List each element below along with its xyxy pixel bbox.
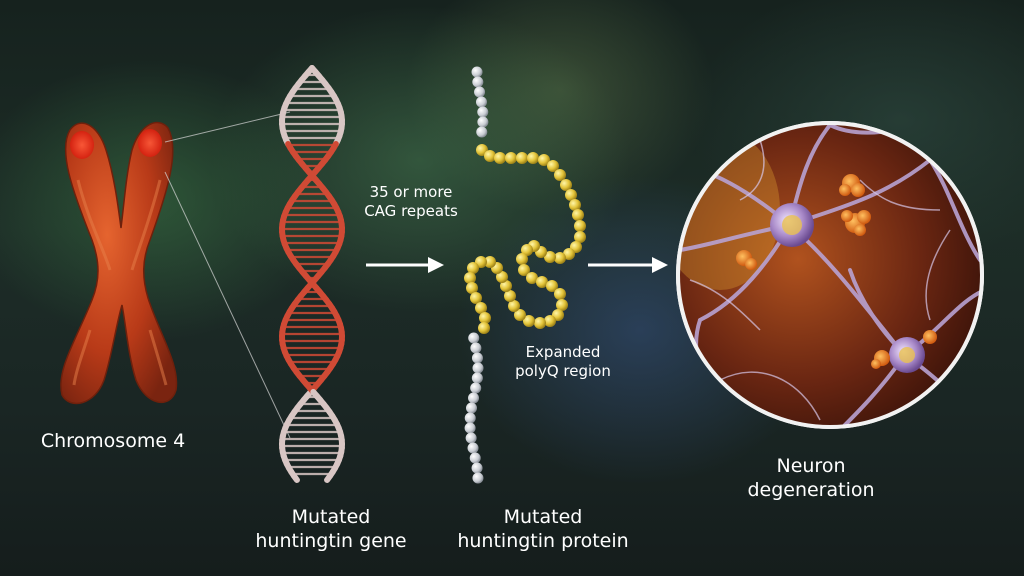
cag-label-line2: CAG repeats [364, 201, 458, 220]
protein-bead [472, 472, 484, 484]
neuron-label-line1: Neuron [776, 455, 846, 477]
polyq-bead [466, 282, 478, 294]
polyq-bead [516, 152, 528, 164]
polyq-bead [569, 199, 581, 211]
polyq-bead [496, 271, 508, 283]
protein-label-line1: Mutated [503, 506, 583, 528]
protein-bead [470, 382, 482, 394]
polyq-bead [574, 231, 586, 243]
polyq-bead [464, 272, 476, 284]
protein-bead [471, 352, 483, 364]
polyq-bead [547, 160, 559, 172]
gene-label: Mutated huntingtin gene [236, 506, 426, 554]
dna-backbone-segment [291, 473, 300, 483]
protein-bead [471, 66, 483, 78]
gene-label-line1: Mutated [291, 506, 371, 528]
polyq-bead [467, 262, 479, 274]
polyq-bead [479, 312, 491, 324]
polyq-bead [565, 189, 577, 201]
polyq-bead [563, 248, 575, 260]
polyq-bead [516, 253, 528, 265]
polyq-bead [526, 272, 538, 284]
polyq-bead [527, 152, 539, 164]
protein-bead [470, 342, 482, 354]
polyq-bead [500, 280, 512, 292]
neuron-label: Neuron degeneration [736, 455, 886, 503]
protein-bead [472, 76, 484, 88]
polyq-bead [534, 317, 546, 329]
arrow-to-neurons [588, 257, 668, 273]
polyq-bead [544, 251, 556, 263]
polyq-bead [544, 315, 556, 327]
polyq-bead [556, 299, 568, 311]
protein-bead [469, 452, 481, 464]
dna-helix-icon [279, 65, 345, 483]
polyq-bead [504, 290, 516, 302]
dna-backbone-segment [324, 473, 333, 483]
protein-bead [464, 422, 476, 434]
protein-bead [472, 362, 484, 374]
polyq-bead [536, 276, 548, 288]
polyq-bead [554, 288, 566, 300]
protein-bead [476, 126, 488, 138]
gene-label-line2: huntingtin gene [255, 529, 407, 552]
protein-bead [468, 392, 480, 404]
polyq-bead [518, 264, 530, 276]
protein-bead [465, 402, 477, 414]
protein-bead [477, 106, 489, 118]
protein-bead [474, 86, 486, 98]
protein-bead [475, 96, 487, 108]
protein-chain-icon [464, 66, 586, 484]
polyq-bead [574, 220, 586, 232]
polyq-bead [508, 300, 520, 312]
protein-label: Mutated huntingtin protein [438, 506, 648, 554]
polyq-label: Expanded polyQ region [508, 343, 618, 381]
protein-bead [464, 412, 476, 424]
chromosome-label: Chromosome 4 [18, 430, 208, 454]
neuron-label-line2: degeneration [747, 478, 875, 501]
protein-bead [467, 442, 479, 454]
polyq-bead [554, 169, 566, 181]
protein-bead [471, 372, 483, 384]
polyq-bead [560, 179, 572, 191]
protein-bead [471, 462, 483, 474]
polyq-bead [523, 315, 535, 327]
cag-repeats-label: 35 or more CAG repeats [336, 183, 486, 221]
polyq-bead [478, 322, 490, 334]
polyq-bead [470, 292, 482, 304]
polyq-bead [554, 252, 566, 264]
polyq-bead [494, 152, 506, 164]
polyq-bead [484, 150, 496, 162]
polyq-bead [572, 209, 584, 221]
protein-bead [465, 432, 477, 444]
polyq-bead [546, 280, 558, 292]
polyq-bead [484, 256, 496, 268]
arrow-to-protein [366, 257, 444, 273]
polyq-label-line2: polyQ region [515, 361, 611, 380]
polyq-bead [538, 154, 550, 166]
zoom-line-bottom [164, 171, 291, 439]
polyq-bead [475, 302, 487, 314]
zoom-line-top [164, 111, 291, 143]
protein-label-line2: huntingtin protein [457, 529, 629, 552]
polyq-bead [514, 309, 526, 321]
polyq-bead [521, 244, 533, 256]
cag-label-line1: 35 or more [369, 183, 453, 201]
polyq-label-line1: Expanded [525, 343, 601, 361]
protein-bead [468, 332, 480, 344]
polyq-bead [505, 152, 517, 164]
protein-bead [477, 116, 489, 128]
neuron-network-icon [676, 121, 984, 429]
chromosome-icon [60, 121, 178, 405]
chromosome-label-text: Chromosome 4 [40, 430, 186, 452]
